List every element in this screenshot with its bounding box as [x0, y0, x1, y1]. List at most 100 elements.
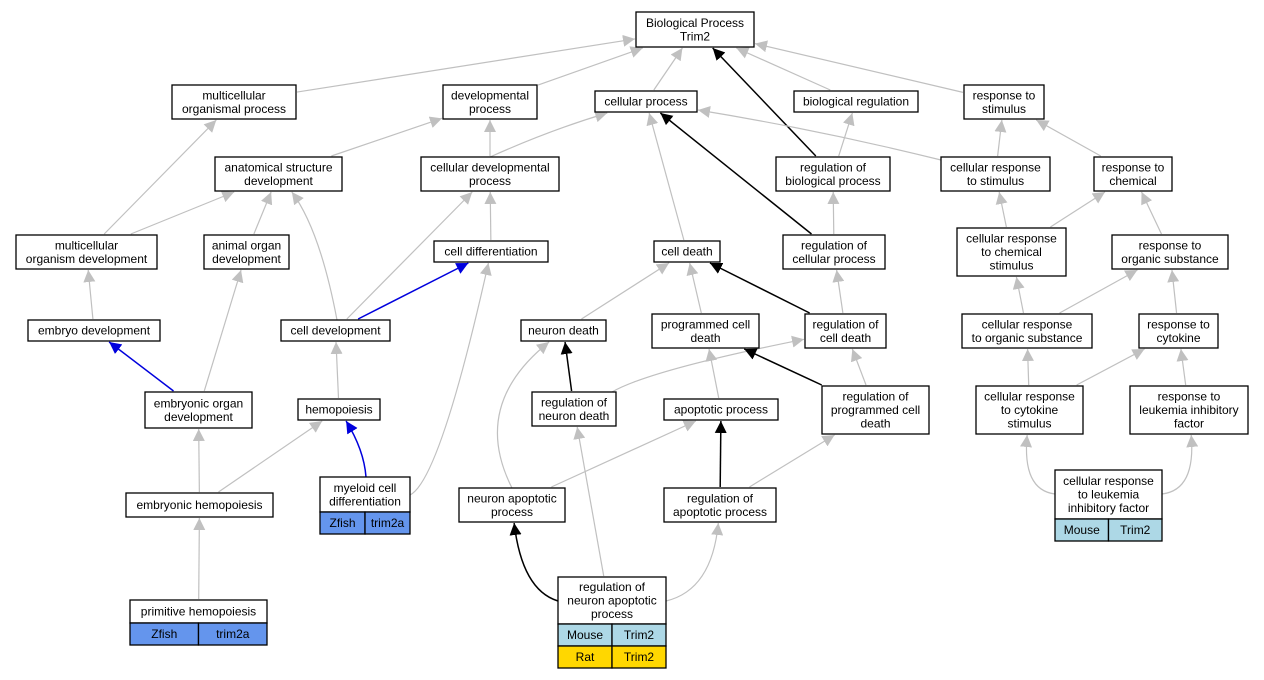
term-label-line: to leukemia: [1078, 488, 1140, 502]
edge-eod-to-aod: [203, 269, 244, 392]
term-box: [1093, 156, 1173, 192]
gene-cell: [611, 645, 667, 669]
term-label-line: apoptotic process: [674, 403, 768, 417]
term-box: [280, 319, 391, 342]
edge-mod-to-mop: [103, 119, 217, 235]
term-box: [956, 227, 1067, 277]
edge-cros-to-rtos: [1059, 269, 1138, 314]
edge-rbp-to-bp: [712, 47, 817, 157]
term-label-line: cellular response: [950, 160, 1041, 174]
edge-mcd-to-celldiff: [409, 262, 492, 496]
edge-celldev-to-cdp: [346, 191, 473, 320]
edge-rtlif-to-rtcyt: [1176, 348, 1189, 386]
term-label-line: regulation of: [541, 395, 608, 409]
term-box: [433, 240, 549, 263]
term-label-line: embryo development: [38, 324, 151, 338]
term-label-line: neuron death: [539, 409, 610, 423]
edge-cros-to-crcs: [1012, 276, 1025, 314]
go-term-celldev[interactable]: cell development: [280, 319, 391, 342]
edge-rnap-to-rnd: [573, 426, 605, 577]
term-box: [940, 156, 1051, 192]
term-box: [793, 90, 919, 113]
go-term-apop[interactable]: apoptotic process: [663, 398, 779, 421]
gene-cell: [1107, 518, 1163, 542]
term-label-line: neuron death: [528, 324, 599, 338]
edge-rcp-to-rbp: [827, 191, 840, 235]
go-term-bioreg[interactable]: biological regulation: [793, 90, 919, 113]
term-label-line: development: [244, 174, 313, 188]
term-label-line: neuron apoptotic: [467, 491, 556, 505]
term-box: [663, 487, 777, 523]
edges-layer: [83, 34, 1199, 602]
edge-crcs-to-crs: [995, 191, 1008, 228]
go-term-celldeath[interactable]: cell death: [653, 240, 721, 263]
gene-cell: [364, 511, 411, 535]
term-label-line: inhibitory factor: [1068, 501, 1149, 515]
term-label-line: stimulus: [1007, 417, 1051, 431]
term-label-line: biological process: [785, 174, 880, 188]
term-label-line: embryonic hemopoiesis: [136, 498, 262, 512]
edge-celldeath-to-cellp: [646, 112, 685, 241]
edge-celldev-to-asd: [291, 191, 338, 321]
term-label-line: to cytokine: [1001, 403, 1059, 417]
term-label-line: development: [212, 252, 281, 266]
edge-crlif-to-crcyt: [1020, 434, 1056, 495]
gene-label: trim2a: [216, 627, 250, 641]
edge-hemo-to-celldev: [330, 341, 343, 399]
term-box: [203, 234, 290, 270]
term-label-line: multicellular: [55, 238, 118, 252]
term-box: [594, 90, 698, 113]
term-label-line: apoptotic process: [673, 505, 767, 519]
go-term-embdev[interactable]: embryo development: [27, 319, 161, 342]
term-label-line: animal organ: [212, 238, 281, 252]
species-label: Mouse: [1064, 523, 1100, 537]
term-label-line: response to: [1102, 160, 1165, 174]
go-term-hemo[interactable]: hemopoiesis: [297, 398, 381, 421]
edge-crs-to-rts: [994, 119, 1007, 157]
term-box: [961, 313, 1093, 349]
term-label-line: cell death: [661, 245, 712, 259]
term-label-line: anatomical structure: [224, 160, 332, 174]
go-term-cellp[interactable]: cellular process: [594, 90, 698, 113]
edge-rnap-to-rap: [665, 522, 724, 602]
go-term-celldiff[interactable]: cell differentiation: [433, 240, 549, 263]
term-label-line: hemopoiesis: [305, 403, 372, 417]
go-term-neurondeath[interactable]: neuron death: [520, 319, 607, 342]
edge-devp-to-bp: [537, 46, 643, 86]
term-label-line: development: [164, 410, 233, 424]
term-label-line: cellular response: [984, 390, 1075, 404]
go-term-embhemo[interactable]: embryonic hemopoiesis: [125, 492, 274, 518]
term-box: [531, 391, 617, 427]
edge-rnap-to-nap: [509, 522, 559, 602]
edge-crcs-to-rtc: [1050, 191, 1106, 228]
